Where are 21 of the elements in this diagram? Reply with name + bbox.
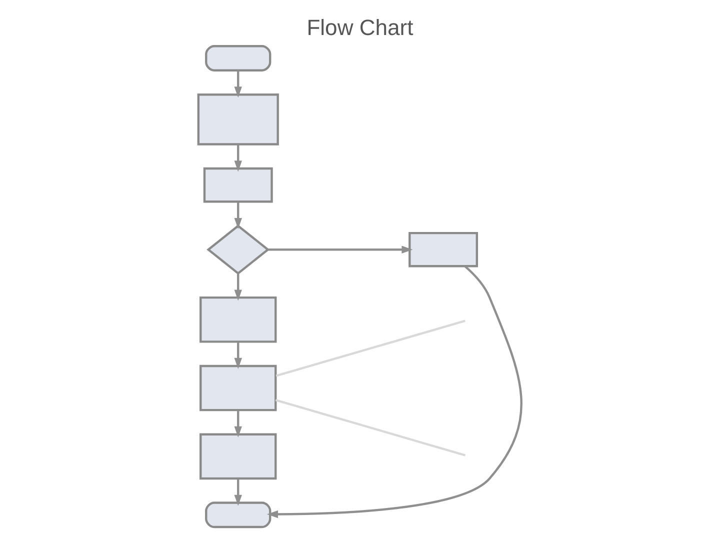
arrow [234,144,242,172]
diagram-title: Flow Chart [306,15,414,40]
node-box [408,232,478,268]
arrow [234,202,242,230]
node-box [200,433,277,480]
arrow [234,478,242,506]
arrow [234,70,242,98]
node-box [197,94,279,146]
node-oval [205,502,272,528]
node-oval [205,44,272,72]
node-box [200,296,277,343]
node-diamond [206,224,270,275]
arrow [268,246,413,254]
node-box [200,364,277,412]
arrow [266,266,522,518]
arrow [234,342,242,369]
connector [276,320,466,377]
node-box [203,167,273,203]
connector [275,399,466,456]
arrow [234,274,242,301]
arrow [234,410,242,438]
